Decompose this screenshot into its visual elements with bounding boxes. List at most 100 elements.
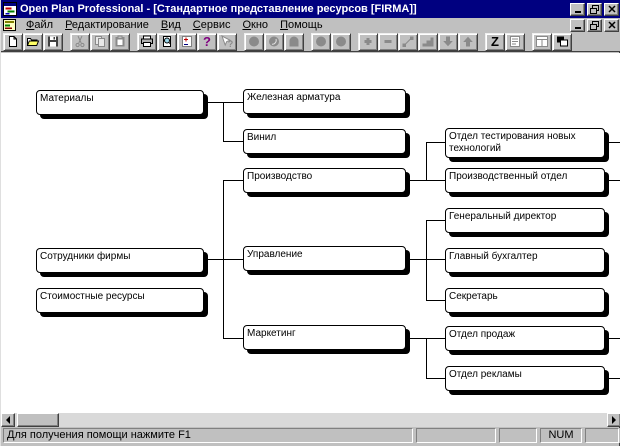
tree-node-sales[interactable]: Отдел продаж <box>445 326 605 351</box>
app-icon <box>3 2 17 16</box>
tree-node-employees[interactable]: Сотрудники фирмы <box>36 248 204 273</box>
status-panel <box>585 428 619 443</box>
remove-icon[interactable] <box>378 32 398 51</box>
tree-node-label: Маркетинг <box>247 328 296 339</box>
tree-node-iron[interactable]: Железная арматура <box>243 89 406 114</box>
restore-icon <box>590 20 599 30</box>
plus-minus-icon[interactable] <box>177 32 197 51</box>
tree-node-prod-dept[interactable]: Производственный отдел <box>445 168 605 193</box>
title-bar: Open Plan Professional - [Стандартное пр… <box>1 0 620 18</box>
toolbar-group: Z <box>485 32 525 51</box>
connector-line <box>605 180 620 181</box>
tree-node-vinyl[interactable]: Винил <box>243 129 406 154</box>
menu-items: Файл Редактирование Вид Сервис Окно Помощь <box>20 19 566 31</box>
close-icon <box>607 5 616 13</box>
tree-node-advertising[interactable]: Отдел рекламы <box>445 366 605 391</box>
save-icon[interactable] <box>43 32 63 51</box>
minimize-icon <box>574 11 581 13</box>
tree-node-label: Управление <box>247 249 303 260</box>
close-icon <box>607 21 616 29</box>
num-lock-indicator: NUM <box>540 428 582 443</box>
tree-node-accountant[interactable]: Главный бухгалтер <box>445 248 605 273</box>
tree-node-label: Материалы <box>40 93 94 104</box>
context-help-icon[interactable]: ? <box>217 32 237 51</box>
child-minimize-button[interactable] <box>570 18 585 32</box>
link-nodes-icon[interactable] <box>398 32 418 51</box>
outline-circle-icon[interactable] <box>331 32 351 51</box>
print-icon[interactable] <box>137 32 157 51</box>
connector-line <box>426 220 445 221</box>
svg-text:?: ? <box>203 35 211 48</box>
toolbar-group: ?? <box>137 32 237 51</box>
tree-node-label: Производство <box>247 171 313 182</box>
scroll-left-button[interactable] <box>1 413 15 427</box>
close-button[interactable] <box>604 2 619 16</box>
arrow-right-icon <box>612 416 616 424</box>
tree-node-secretary[interactable]: Секретарь <box>445 288 605 313</box>
connector-line <box>223 180 224 339</box>
connector-line <box>426 338 427 379</box>
circle-node-icon[interactable] <box>244 32 264 51</box>
menu-item-1[interactable]: Файл <box>26 19 54 31</box>
help-icon[interactable]: ? <box>197 32 217 51</box>
connector-line <box>406 338 445 339</box>
status-panel <box>416 428 496 443</box>
connector-line <box>605 378 620 379</box>
cut-icon[interactable] <box>70 32 90 51</box>
tree-node-materials[interactable]: Материалы <box>36 90 204 115</box>
scrollbar-thumb[interactable] <box>17 413 59 427</box>
menu-item-5[interactable]: Окно <box>242 19 269 31</box>
tree-node-marketing[interactable]: Маркетинг <box>243 325 406 350</box>
child-close-button[interactable] <box>604 18 619 32</box>
restore-button[interactable] <box>587 2 602 16</box>
tree-node-label: Железная арматура <box>247 92 341 103</box>
move-up-icon[interactable] <box>458 32 478 51</box>
tree-node-label: Сотрудники фирмы <box>40 251 131 262</box>
new-document-icon[interactable] <box>3 32 23 51</box>
zoom-z-icon[interactable]: Z <box>485 32 505 51</box>
tree-node-gen-director[interactable]: Генеральный директор <box>445 208 605 233</box>
print-preview-icon[interactable] <box>157 32 177 51</box>
menu-item-4[interactable]: Сервис <box>192 19 231 31</box>
arch-node-icon[interactable] <box>284 32 304 51</box>
connector-line <box>426 142 445 143</box>
tree-node-testing[interactable]: Отдел тестирования новых технологий <box>445 128 605 158</box>
child-restore-button[interactable] <box>587 18 602 32</box>
tree-node-label: Главный бухгалтер <box>449 251 538 262</box>
horizontal-scrollbar[interactable] <box>1 413 620 427</box>
circle-detail-icon[interactable] <box>264 32 284 51</box>
menu-item-6[interactable]: Помощь <box>280 19 323 31</box>
tree-node-management[interactable]: Управление <box>243 246 406 271</box>
toolbar-group <box>532 32 572 51</box>
connector-line <box>223 338 243 339</box>
status-bar: Для получения помощи нажмите F1 NUM <box>1 428 620 443</box>
window-panes-icon[interactable] <box>532 32 552 51</box>
move-down-icon[interactable] <box>438 32 458 51</box>
minimize-button[interactable] <box>570 2 585 16</box>
cascade-windows-icon[interactable] <box>552 32 572 51</box>
tree-node-label: Производственный отдел <box>449 171 568 182</box>
menu-bar: Файл Редактирование Вид Сервис Окно Помощь <box>1 18 620 32</box>
scroll-right-button[interactable] <box>607 413 620 427</box>
document-window-icon[interactable] <box>3 19 16 31</box>
steps-icon[interactable] <box>418 32 438 51</box>
tree-node-production[interactable]: Производство <box>243 168 406 193</box>
connector-line <box>605 338 620 339</box>
menu-item-3[interactable]: Вид <box>160 19 181 31</box>
tree-node-cost[interactable]: Стоимостные ресурсы <box>36 288 204 313</box>
notes-icon[interactable] <box>505 32 525 51</box>
tree-node-label: Отдел продаж <box>449 329 516 340</box>
open-file-icon[interactable] <box>23 32 43 51</box>
filled-circle-icon[interactable] <box>311 32 331 51</box>
connector-line <box>406 180 445 181</box>
connector-line <box>223 102 224 142</box>
status-message: Для получения помощи нажмите F1 <box>3 428 413 443</box>
paste-icon[interactable] <box>110 32 130 51</box>
connector-line <box>426 300 445 301</box>
add-icon[interactable] <box>358 32 378 51</box>
menu-item-2[interactable]: Редактирование <box>65 19 149 31</box>
copy-icon[interactable] <box>90 32 110 51</box>
connector-line <box>406 259 445 260</box>
tree-node-label: Отдел рекламы <box>449 369 522 380</box>
